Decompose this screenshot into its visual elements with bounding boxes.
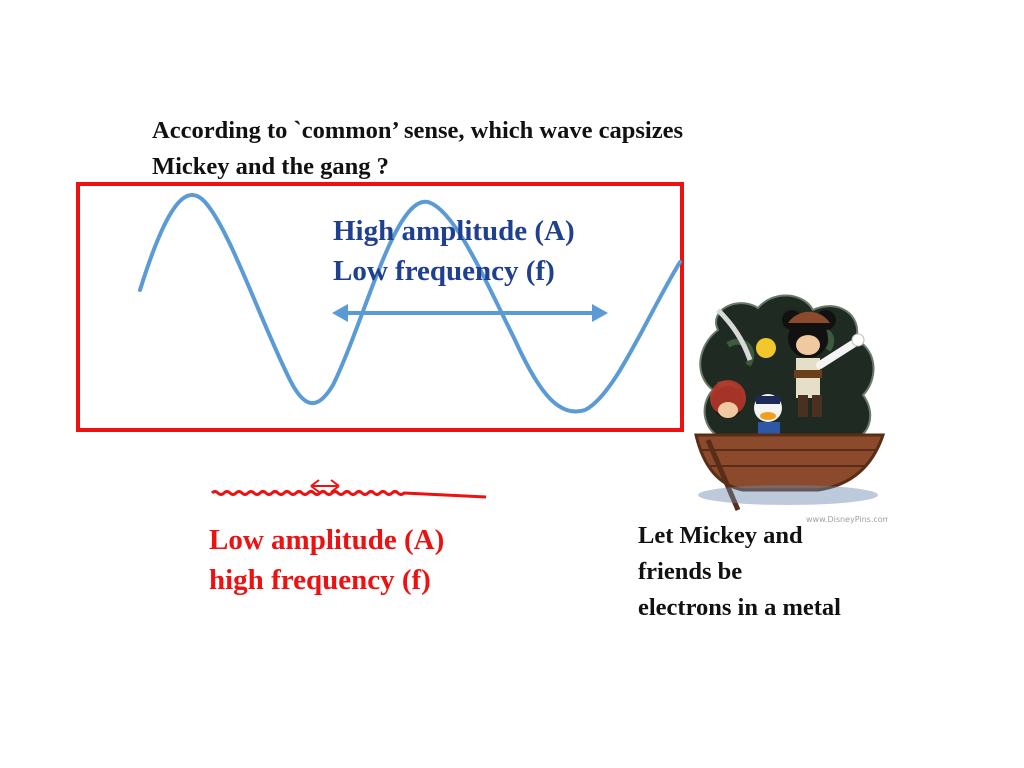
caption-line-3: electrons in a metal [638, 594, 841, 621]
wavelength-arrow-left-head [332, 304, 348, 322]
high-amplitude-line-1: High amplitude (A) [333, 215, 575, 247]
high-amplitude-wave [138, 193, 682, 414]
high-amplitude-line-2: Low frequency (f) [333, 255, 555, 287]
low-amplitude-line-1: Low amplitude (A) [209, 524, 445, 556]
electron-caption: Let Mickey and friends be electrons in a… [638, 518, 841, 626]
mickey-boat-pin-image: www.DisneyPins.com [694, 294, 888, 524]
image-watermark: www.DisneyPins.com [806, 515, 888, 524]
question-text: According to `common’ sense, which wave … [152, 113, 872, 185]
small-arrow-left-head [310, 479, 320, 493]
wavelength-arrow-right-head [592, 304, 608, 322]
caption-line-2: friends be [638, 558, 743, 585]
low-amplitude-label: Low amplitude (A) high frequency (f) [209, 520, 444, 600]
highlight-box [76, 182, 684, 432]
question-line-2: Mickey and the gang ? [152, 153, 389, 180]
low-amplitude-wave [210, 490, 487, 499]
question-line-1: According to `common’ sense, which wave … [152, 117, 683, 144]
small-arrow-right-head [330, 479, 340, 493]
caption-line-1: Let Mickey and [638, 522, 803, 549]
low-amplitude-line-2: high frequency (f) [209, 564, 431, 596]
high-amplitude-label: High amplitude (A) Low frequency (f) [333, 211, 575, 291]
